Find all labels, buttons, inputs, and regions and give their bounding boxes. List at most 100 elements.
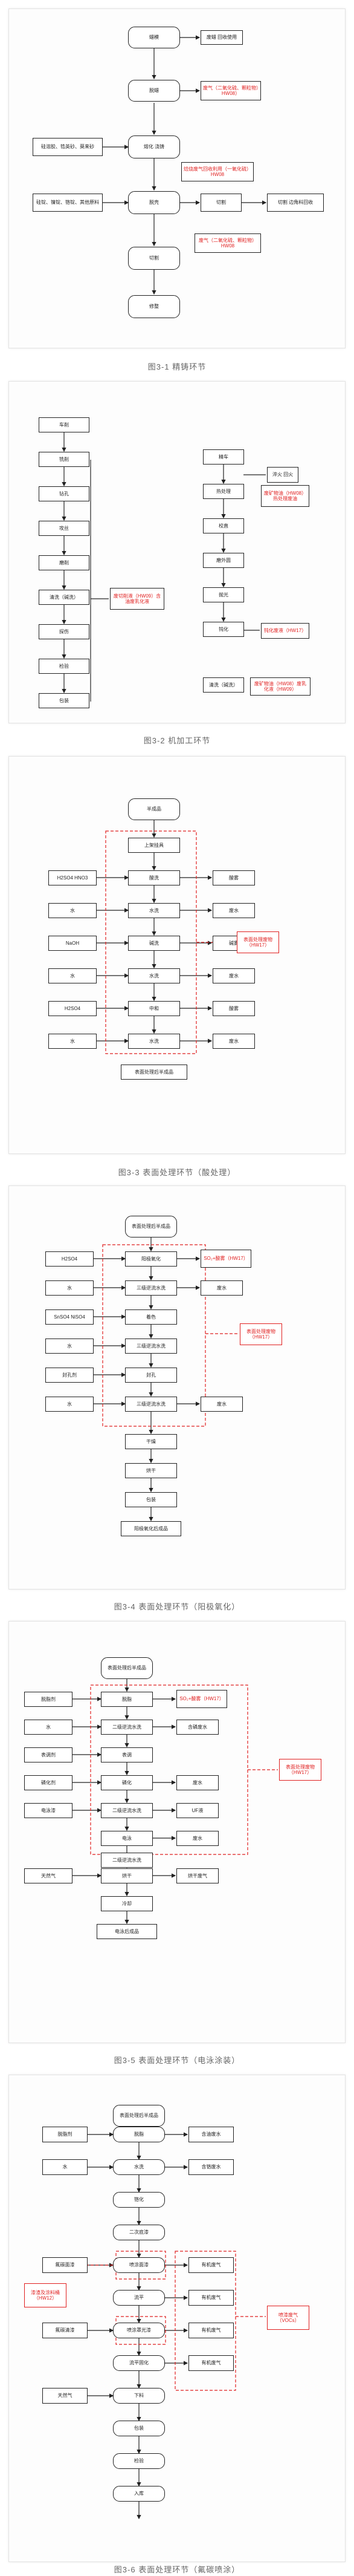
input-metal-ingots: 硅锭、镍锭、铬锭、其他原料 xyxy=(33,194,103,212)
f6-store: 入库 xyxy=(113,2486,165,2502)
process-trim: 修整 xyxy=(128,295,180,318)
process-wax-pattern: 蜡模 xyxy=(128,27,180,48)
output-waste-gas-2: 废气（二氧化硫、颗粒物）HW08 xyxy=(195,233,261,253)
f5-input-degreaser: 脱脂剂 xyxy=(24,1692,72,1707)
f4-input-sulfates: SnSO4 NiSO4 xyxy=(45,1309,94,1325)
f3-neutralize: 中和 xyxy=(128,1001,180,1016)
output-waste-emulsion: 废矿物油（HW08）废乳化液（HW09） xyxy=(250,677,311,696)
process-shell-removal: 脱壳 xyxy=(128,191,180,214)
f5-out-wastewater-2: 废水 xyxy=(176,1831,219,1846)
f5-bake: 烘干 xyxy=(101,1868,153,1883)
figure-caption-2: 图3-2 机加工环节 xyxy=(143,736,211,745)
output-waste-gas-1: 废气（二氧化硫、颗粒物）HW08） xyxy=(201,81,261,100)
f4-package: 包装 xyxy=(125,1492,177,1507)
step-drilling: 钻孔 xyxy=(39,486,89,501)
f4-input-water-3: 水 xyxy=(45,1397,94,1412)
f4-input-water-2: 水 xyxy=(45,1339,94,1354)
f6-unload: 下料 xyxy=(113,2388,165,2404)
f5-out-uf: UF液 xyxy=(176,1803,219,1818)
f6-paint-residue: 漆渣及涂料桶（HW12） xyxy=(24,2283,66,2307)
f5-electrophoresis: 电泳 xyxy=(101,1831,153,1846)
f6-chromate: 铬化 xyxy=(113,2192,165,2208)
f5-rinse-3: 二级逆流水洗 xyxy=(101,1853,153,1868)
f3-input-h2so4: H2SO4 xyxy=(48,1001,97,1016)
f3-input-acid: H2SO4 HNO3 xyxy=(48,870,97,885)
f6-rinse: 水洗 xyxy=(113,2159,165,2175)
f3-semi-product: 半成品 xyxy=(128,798,180,820)
figure-caption-5: 图3-5 表面处理环节（电泳涂装） xyxy=(114,2056,240,2065)
step-alkali-wash: 清洗（碱洗） xyxy=(39,590,89,605)
f6-spray-gas: 喷漆废气（VOCs） xyxy=(267,2306,309,2330)
step-passivate: 钝化 xyxy=(203,622,244,637)
figure-caption-1: 图3-1 精铸环节 xyxy=(147,362,207,371)
f6-out-chrome-water: 含铬废水 xyxy=(188,2159,234,2175)
step-alkali-wash-2: 清洗（碱洗） xyxy=(203,677,244,693)
output-waste-oil: 废矿物油（HW08）热处理废油 xyxy=(261,485,309,507)
f5-input-conditioner: 表调剂 xyxy=(24,1747,72,1762)
f3-out-acid-mist-1: 酸雾 xyxy=(213,870,255,885)
f4-input-sealant: 封孔剂 xyxy=(45,1368,94,1383)
step-straighten: 校直 xyxy=(203,518,244,533)
f3-hang-rack: 上架挂具 xyxy=(128,838,180,853)
f4-sealing: 封孔 xyxy=(125,1368,177,1383)
f6-clearcoat: 喷涂罩光漆 xyxy=(113,2323,165,2338)
f4-surface-waste: 表面处理废物（HW17） xyxy=(240,1323,282,1345)
f5-out-wastewater-1: 废水 xyxy=(176,1775,219,1790)
f6-input-topcoat: 氟碳面漆 xyxy=(42,2257,88,2273)
step-outer-grind: 磨外圆 xyxy=(203,553,244,568)
f6-input-gas: 天然气 xyxy=(42,2388,88,2404)
f3-treated-product: 表面处理后半成品 xyxy=(121,1065,187,1080)
f3-rinse-3: 水洗 xyxy=(128,1034,180,1049)
process-cut: 切割 xyxy=(128,247,180,270)
f5-surface-condition: 表调 xyxy=(101,1747,153,1762)
f6-out-organic-gas-3: 有机废气 xyxy=(188,2323,234,2338)
f6-input-degreaser: 脱脂剂 xyxy=(42,2127,88,2142)
f3-surface-waste: 表面处理废物（HW17） xyxy=(237,931,279,953)
output-waste-wax: 废蜡 回收使用 xyxy=(201,30,243,45)
f4-rinse-3: 三级逆流水洗 xyxy=(125,1397,177,1412)
f4-final-product: 阳极氧化后成品 xyxy=(121,1521,181,1536)
f6-out-oily-water: 含油废水 xyxy=(188,2127,234,2142)
f4-out-so2-mist: SO₂+酸雾（HW17） xyxy=(201,1250,251,1268)
f6-degrease: 脱脂 xyxy=(113,2127,165,2142)
f4-rinse-2: 三级逆流水洗 xyxy=(125,1339,177,1354)
f5-out-phosphate-water: 含磷废水 xyxy=(176,1720,219,1735)
step-package: 包装 xyxy=(39,693,89,708)
f6-input-water: 水 xyxy=(42,2159,88,2175)
f4-coloring: 着色 xyxy=(125,1309,177,1325)
f5-surface-waste: 表面处理废物（HW17） xyxy=(279,1759,321,1781)
f6-input-product: 表面处理后半成品 xyxy=(113,2105,165,2127)
f5-out-so2-mist: SO₂+酸雾（HW17） xyxy=(176,1690,227,1708)
f5-degrease: 脱脂 xyxy=(101,1692,153,1707)
f6-out-organic-gas-4: 有机废气 xyxy=(188,2355,234,2371)
f3-rinse-1: 水洗 xyxy=(128,903,180,918)
f6-out-organic-gas-1: 有机废气 xyxy=(188,2257,234,2273)
f4-out-wastewater-2: 废水 xyxy=(201,1397,243,1412)
step-polish: 抛光 xyxy=(203,587,244,602)
output-passivation-waste: 钝化废液（HW17） xyxy=(261,623,309,639)
f5-input-gas: 天然气 xyxy=(24,1868,72,1883)
f6-out-organic-gas-2: 有机废气 xyxy=(188,2290,234,2306)
f4-out-wastewater-1: 废水 xyxy=(201,1280,243,1296)
f3-pickling: 酸洗 xyxy=(128,870,180,885)
process-cutting-stage: 切割 xyxy=(201,194,242,212)
step-inspect: 检验 xyxy=(39,659,89,674)
f6-package: 包装 xyxy=(113,2421,165,2436)
f6-inspect: 检验 xyxy=(113,2453,165,2469)
f3-input-water-3: 水 xyxy=(48,1034,97,1049)
note-quench: 淬火 回火 xyxy=(267,467,298,483)
output-roast-gas: 焙烧废气回收利用（一氧化硫）HW08 xyxy=(181,162,254,181)
f4-rinse-1: 三级逆流水洗 xyxy=(125,1280,177,1296)
step-tapping: 攻丝 xyxy=(39,521,89,536)
f5-out-bake-gas: 烘干废气 xyxy=(176,1868,219,1883)
step-turning: 车削 xyxy=(39,417,89,432)
f4-bake: 烘干 xyxy=(125,1463,177,1478)
f4-input-product: 表面处理后半成品 xyxy=(125,1216,177,1237)
figure-caption-3: 图3-3 表面处理环节（酸处理） xyxy=(118,1168,236,1177)
f4-dry: 干燥 xyxy=(125,1434,177,1449)
f3-rinse-2: 水洗 xyxy=(128,968,180,983)
step-heat-treat: 热处理 xyxy=(203,484,244,499)
input-silica-sol: 硅溶胶、锆英砂、莫来砂 xyxy=(33,138,103,156)
f3-input-naoh: NaOH xyxy=(48,936,97,951)
f5-phosphate: 磷化 xyxy=(101,1775,153,1790)
